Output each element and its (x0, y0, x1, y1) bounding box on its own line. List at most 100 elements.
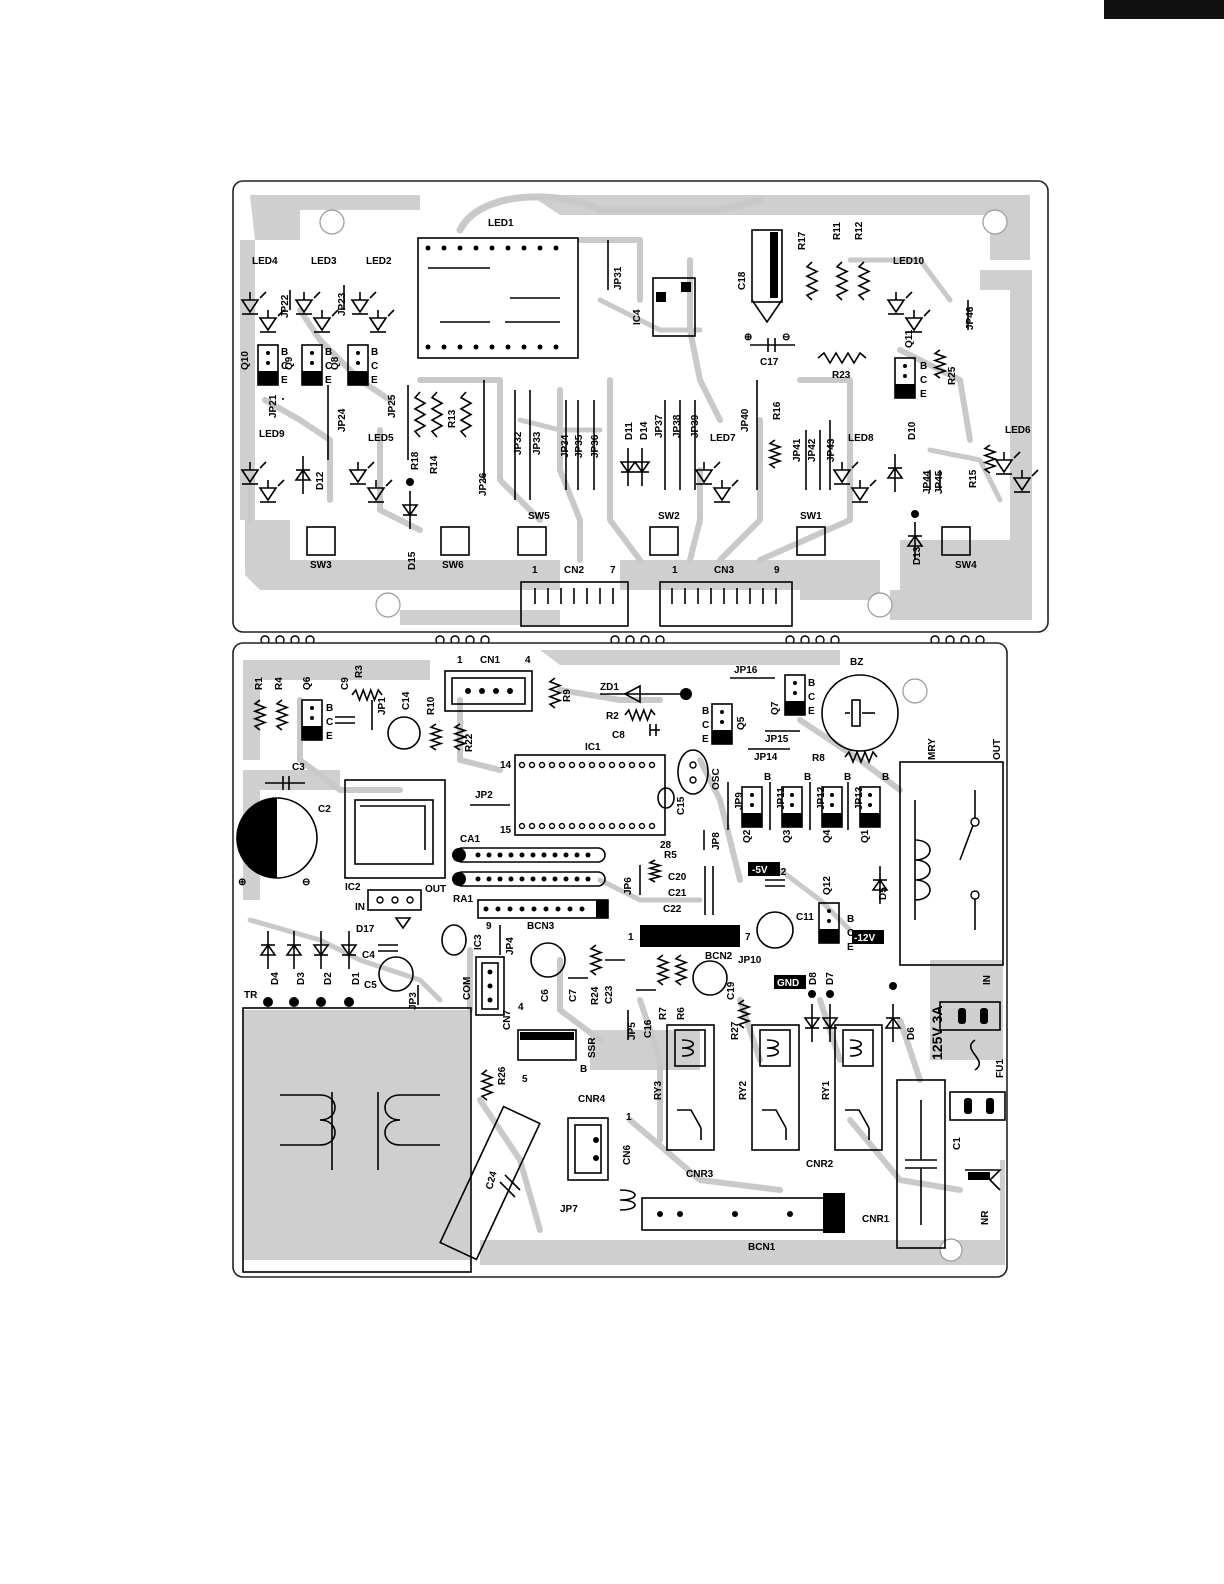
com-label: COM (462, 977, 473, 1000)
mounting-hole (375, 592, 401, 618)
cn1-pin-first: 1 (457, 655, 463, 666)
transistor-pin-label: C (847, 928, 854, 939)
c20-label: C20 (668, 872, 687, 883)
cn1-connector: CN1 1 4 (444, 655, 533, 712)
ssr-relay: SSR B 5 4 (517, 1002, 598, 1085)
transistor-pin-label: B (847, 914, 854, 925)
ic1-package: IC1 14 15 28 JP2 (470, 742, 672, 851)
led-label: LED7 (710, 433, 736, 444)
jumper-label: JP39 (690, 414, 701, 438)
c17-capacitor: C17 (750, 338, 795, 368)
ca1-label: CA1 (460, 834, 480, 845)
switch-label: SW2 (658, 511, 680, 522)
diode-label: D4 (270, 972, 281, 985)
ra1-label: RA1 (453, 894, 473, 905)
switch-label: SW5 (528, 511, 550, 522)
cn7-connector: CN7 COM (462, 956, 513, 1030)
c4-label: C4 (362, 950, 375, 961)
minus12v-text: -12V (854, 933, 875, 944)
ic2-out-label: OUT (425, 884, 446, 895)
transistor-label: Q3 (782, 829, 793, 843)
r22-label: R22 (464, 733, 475, 752)
osc-crystal: OSC C15 (657, 749, 722, 815)
r24-label: R24 (590, 986, 601, 1005)
polarity-minus: ⊖ (302, 877, 310, 888)
minus5v-text: -5V (752, 865, 768, 876)
jp2-label: JP2 (475, 790, 493, 801)
jumper-label: JP40 (740, 408, 751, 432)
q11-label: Q11 (904, 329, 915, 348)
bcn1-label: BCN1 (748, 1242, 776, 1253)
d11-label: D11 (624, 422, 635, 440)
d7-label: D7 (825, 972, 836, 985)
transistor-label: Q1 (860, 829, 871, 843)
r2-label: R2 (606, 711, 619, 722)
c19-label: C19 (726, 981, 737, 1000)
ic1-pin15: 15 (500, 825, 512, 836)
transistor-pin-label: C (281, 361, 288, 372)
c11-label: C11 (796, 912, 814, 923)
jp8-label: JP8 (711, 832, 722, 850)
r26-label: R26 (497, 1066, 508, 1085)
jp7-label: JP7 (560, 1204, 578, 1215)
c22-label: C22 (663, 904, 682, 915)
bcn2-connector: BCN2 1 7 (628, 925, 751, 962)
transistor-pin-label: E (371, 375, 378, 386)
r9-label: R9 (562, 689, 573, 702)
jumper-label: JP38 (672, 414, 683, 438)
led1-display: LED1 (417, 218, 579, 359)
r16-label: R16 (772, 401, 783, 420)
r12-label: R12 (854, 221, 865, 240)
in-label: IN (982, 975, 993, 985)
r4-label: R4 (274, 677, 285, 690)
switch-label: SW3 (310, 560, 332, 571)
cn3-label: CN3 (714, 565, 734, 576)
diode-label: D3 (296, 972, 307, 985)
c17-label: C17 (760, 357, 779, 368)
jumper-label: JP41 (792, 438, 803, 462)
bottom-board: CN1 1 4 IC1 14 15 28 JP2 OSC C15 (232, 642, 1008, 1278)
relay-label: RY1 (821, 1080, 832, 1100)
c6-label: C6 (540, 989, 551, 1002)
c18-label: C18 (737, 271, 748, 290)
c18-capacitor: C18 ⊕ ⊖ (737, 229, 790, 343)
led-label: LED2 (366, 256, 392, 267)
jumper-label: JP26 (478, 472, 489, 496)
corner-tab (1104, 0, 1224, 19)
transistor-pin-label: C (371, 361, 378, 372)
top-board-outline (232, 180, 1049, 633)
c23-label: C23 (604, 985, 615, 1004)
r27-label: R27 (730, 1021, 741, 1040)
d5-label: D5 (878, 887, 889, 900)
osc-label: OSC (711, 768, 722, 790)
transistor-pin-label: C (808, 692, 815, 703)
c3-label: C3 (292, 762, 305, 773)
cn3-pin-first: 1 (672, 565, 678, 576)
c24-capacitor: C24 (439, 1105, 541, 1261)
r14-label: R14 (429, 455, 440, 474)
transistor-pin-label: B (325, 347, 332, 358)
jumper-label: JP11 (776, 787, 787, 810)
jumper-label: JP9 (734, 792, 745, 810)
jp10-label: JP10 (738, 955, 762, 966)
c24-label: C24 (484, 1170, 499, 1191)
cn2-pin-last: 7 (610, 565, 616, 576)
cn7-label: CN7 (502, 1010, 513, 1030)
pin-7: 7 (745, 932, 751, 943)
jumper-label: JP32 (513, 431, 524, 455)
transistor-pin-label: B (804, 772, 811, 783)
mounting-hole (902, 678, 928, 704)
bcn1-connector: BCN1 JP7 (560, 1193, 845, 1253)
d17-label: D17 (356, 924, 375, 935)
transistor-label: Q8 (330, 356, 341, 370)
c21-label: C21 (668, 888, 687, 899)
transistor-pin-label: B (702, 706, 709, 717)
transistor-pin-label: B (764, 772, 771, 783)
cnr3-label: CNR3 (686, 1169, 714, 1180)
transistor-pin-label: C (325, 361, 332, 372)
fuse-area: 125V 3A FU1 IN C1 NR (896, 975, 1006, 1249)
tr-transformer: TR (242, 990, 472, 1273)
cn3-pin-last: 9 (774, 565, 780, 576)
led-label: LED10 (893, 256, 925, 267)
cn2-connector: CN2 1 7 (520, 565, 629, 627)
